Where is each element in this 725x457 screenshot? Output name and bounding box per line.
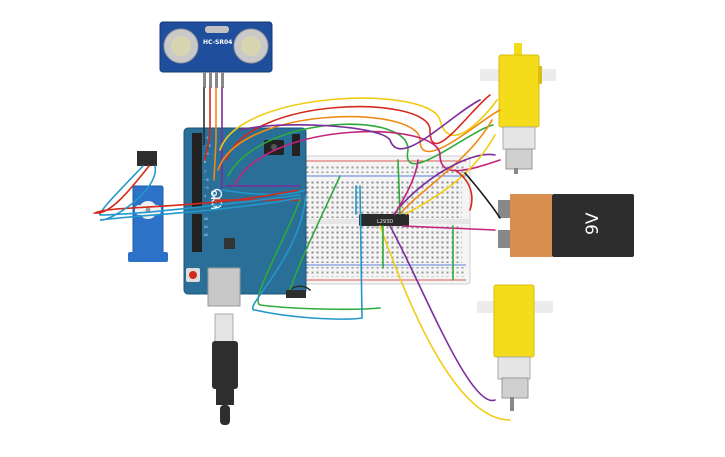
sensor-label: HC-SR04 bbox=[203, 39, 232, 46]
wires bbox=[92, 87, 511, 421]
battery-9v-icon: 9V bbox=[498, 194, 634, 257]
svg-text:A0: A0 bbox=[204, 217, 208, 221]
svg-text:~11: ~11 bbox=[204, 136, 211, 140]
dc-gear-motor-icon bbox=[480, 43, 556, 174]
svg-text:~6: ~6 bbox=[204, 178, 209, 182]
svg-text:A1: A1 bbox=[204, 225, 208, 229]
usb-cable-icon bbox=[212, 313, 238, 425]
svg-text:A2: A2 bbox=[204, 233, 208, 237]
battery-label: 9V bbox=[583, 212, 603, 235]
svg-text:4: 4 bbox=[204, 194, 206, 198]
svg-text:~5: ~5 bbox=[204, 186, 209, 190]
ultrasonic-sensor-icon: HC-SR04 bbox=[159, 21, 273, 88]
dc-gear-motor-icon bbox=[477, 284, 553, 411]
svg-text:8: 8 bbox=[204, 160, 206, 164]
motor-driver-chip-icon: L293D bbox=[359, 212, 409, 228]
svg-text:7: 7 bbox=[204, 170, 206, 174]
chip-label: L293D bbox=[377, 219, 393, 225]
regulator-component bbox=[286, 290, 306, 298]
